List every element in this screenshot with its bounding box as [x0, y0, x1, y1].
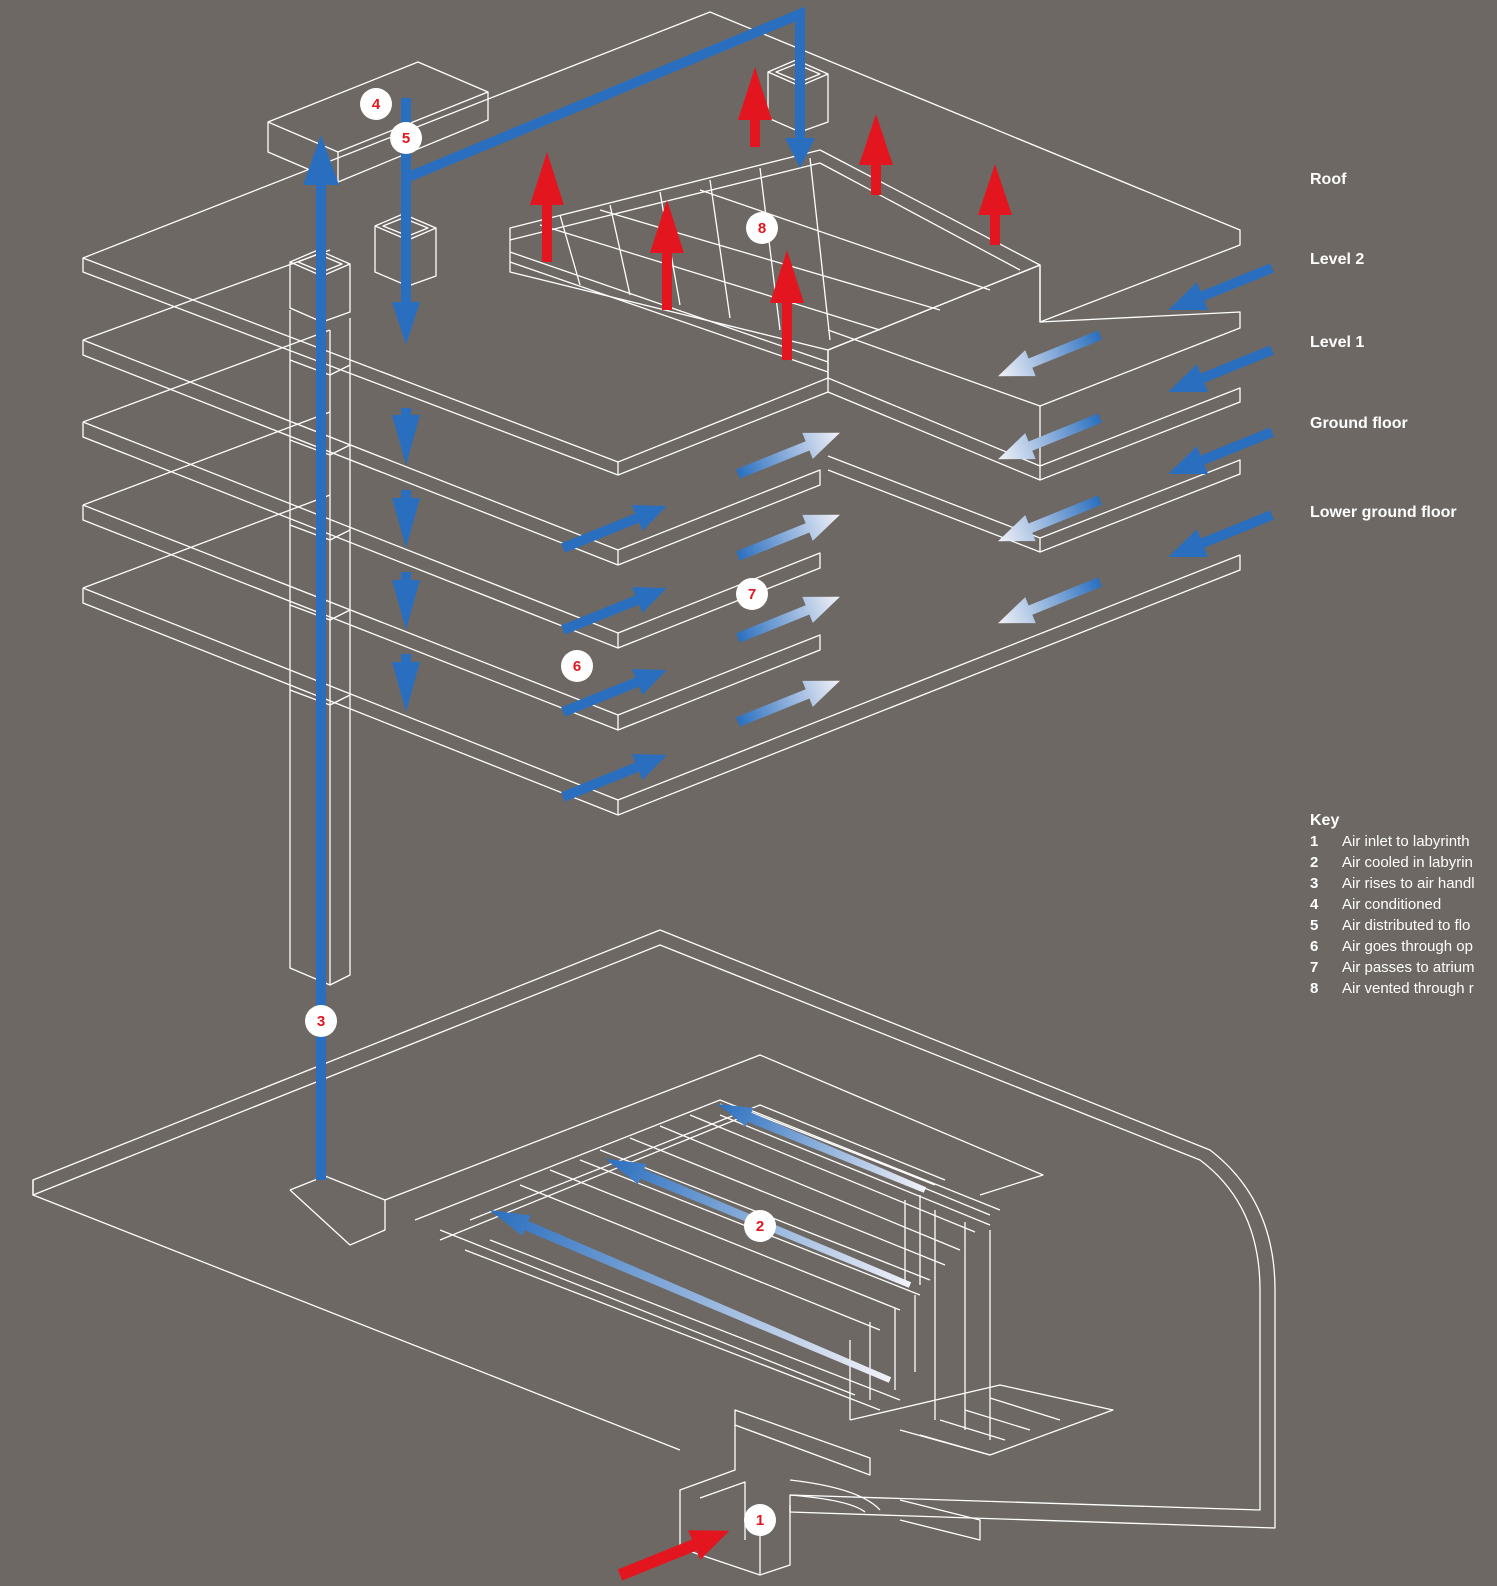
- badge-8: 8: [746, 212, 778, 244]
- key-item: 4 Air conditioned: [1310, 896, 1441, 913]
- badge-3: 3: [305, 1005, 337, 1037]
- svg-text:3: 3: [317, 1013, 325, 1030]
- svg-text:3: 3: [1310, 875, 1318, 892]
- svg-text:8: 8: [758, 220, 766, 237]
- svg-text:1: 1: [1310, 833, 1318, 850]
- key-item: 6 Air goes through op: [1310, 938, 1473, 955]
- badge-2: 2: [744, 1210, 776, 1242]
- svg-text:7: 7: [748, 586, 756, 603]
- badge-6: 6: [561, 650, 593, 682]
- svg-text:Air distributed to flo: Air distributed to flo: [1342, 917, 1470, 934]
- badge-4: 4: [360, 88, 392, 120]
- svg-text:Air conditioned: Air conditioned: [1342, 896, 1441, 913]
- svg-text:4: 4: [1310, 896, 1319, 913]
- floor-plate-basement: [83, 495, 1240, 815]
- atrium-flow-arrows: [733, 322, 1105, 735]
- level-label-roof: Roof: [1310, 171, 1347, 188]
- exhaust-arrows: [530, 67, 1012, 360]
- key-item: 2 Air cooled in labyrin: [1310, 854, 1473, 871]
- svg-text:Air goes through op: Air goes through op: [1342, 938, 1473, 955]
- svg-text:4: 4: [372, 96, 381, 113]
- svg-text:2: 2: [756, 1218, 764, 1235]
- labyrinth-arrow: [485, 1200, 894, 1390]
- east-arrow: [1163, 418, 1278, 488]
- east-supply-arrows: [1163, 254, 1278, 571]
- building-floor-plates: [83, 12, 1240, 985]
- key-legend: Key 1 Air inlet to labyrinth 2 Air cooled …: [1310, 812, 1475, 997]
- level-label-lower-ground-floor: Lower ground floor: [1310, 504, 1457, 521]
- floor-plate-lower-ground: [83, 412, 820, 730]
- floor-plate-level-1: [83, 250, 820, 565]
- atrium-arrow: [993, 322, 1105, 389]
- svg-text:Air vented through r: Air vented through r: [1342, 980, 1474, 997]
- key-item: 7 Air passes to atrium: [1310, 959, 1475, 976]
- atrium-arrow: [993, 569, 1105, 636]
- labyrinth-flow-arrows: [485, 1095, 929, 1390]
- step-badges: 1 2 3 4 5 6 7 8: [305, 88, 778, 1536]
- atrium-arrow: [993, 487, 1105, 554]
- key-item: 8 Air vented through r: [1310, 980, 1474, 997]
- exhaust-arrow: [859, 114, 893, 195]
- svg-text:5: 5: [402, 130, 410, 147]
- svg-text:2: 2: [1310, 854, 1318, 871]
- exhaust-arrow: [650, 200, 684, 310]
- atrium-arrow: [733, 502, 845, 569]
- svg-text:Air cooled in labyrin: Air cooled in labyrin: [1342, 854, 1473, 871]
- atrium-roof: [510, 150, 1040, 372]
- air-handling-unit: [268, 62, 488, 182]
- intake-arrow: [614, 1516, 735, 1581]
- exhaust-arrow: [530, 152, 564, 262]
- level-labels: Roof Level 2 Level 1 Ground floor Lower …: [1310, 171, 1457, 521]
- east-arrow: [1163, 501, 1278, 571]
- svg-text:Air rises to air handl: Air rises to air handl: [1342, 875, 1475, 892]
- badge-7: 7: [736, 578, 768, 610]
- key-item: 5 Air distributed to flo: [1310, 917, 1470, 934]
- exhaust-arrow: [738, 67, 772, 147]
- svg-text:1: 1: [756, 1512, 764, 1529]
- svg-text:7: 7: [1310, 959, 1318, 976]
- labyrinth-structure: [33, 930, 1275, 1575]
- exhaust-arrow: [978, 164, 1012, 245]
- svg-text:8: 8: [1310, 980, 1318, 997]
- badge-1: 1: [744, 1504, 776, 1536]
- badge-5: 5: [390, 122, 422, 154]
- key-title: Key: [1310, 812, 1339, 829]
- floor-plate-ground: [83, 330, 820, 648]
- key-item: 3 Air rises to air handl: [1310, 875, 1475, 892]
- svg-text:6: 6: [1310, 938, 1318, 955]
- svg-text:Air inlet to labyrinth: Air inlet to labyrinth: [1342, 833, 1470, 850]
- east-wing-plates: [828, 312, 1240, 552]
- labyrinth-arrow: [713, 1095, 929, 1200]
- svg-text:6: 6: [573, 658, 581, 675]
- level-label-level-1: Level 1: [1310, 334, 1364, 351]
- atrium-arrow: [733, 420, 845, 487]
- level-label-level-2: Level 2: [1310, 251, 1364, 268]
- svg-text:Air passes to atrium: Air passes to atrium: [1342, 959, 1475, 976]
- key-item: 1 Air inlet to labyrinth: [1310, 833, 1470, 850]
- svg-text:5: 5: [1310, 917, 1318, 934]
- level-label-ground-floor: Ground floor: [1310, 415, 1408, 432]
